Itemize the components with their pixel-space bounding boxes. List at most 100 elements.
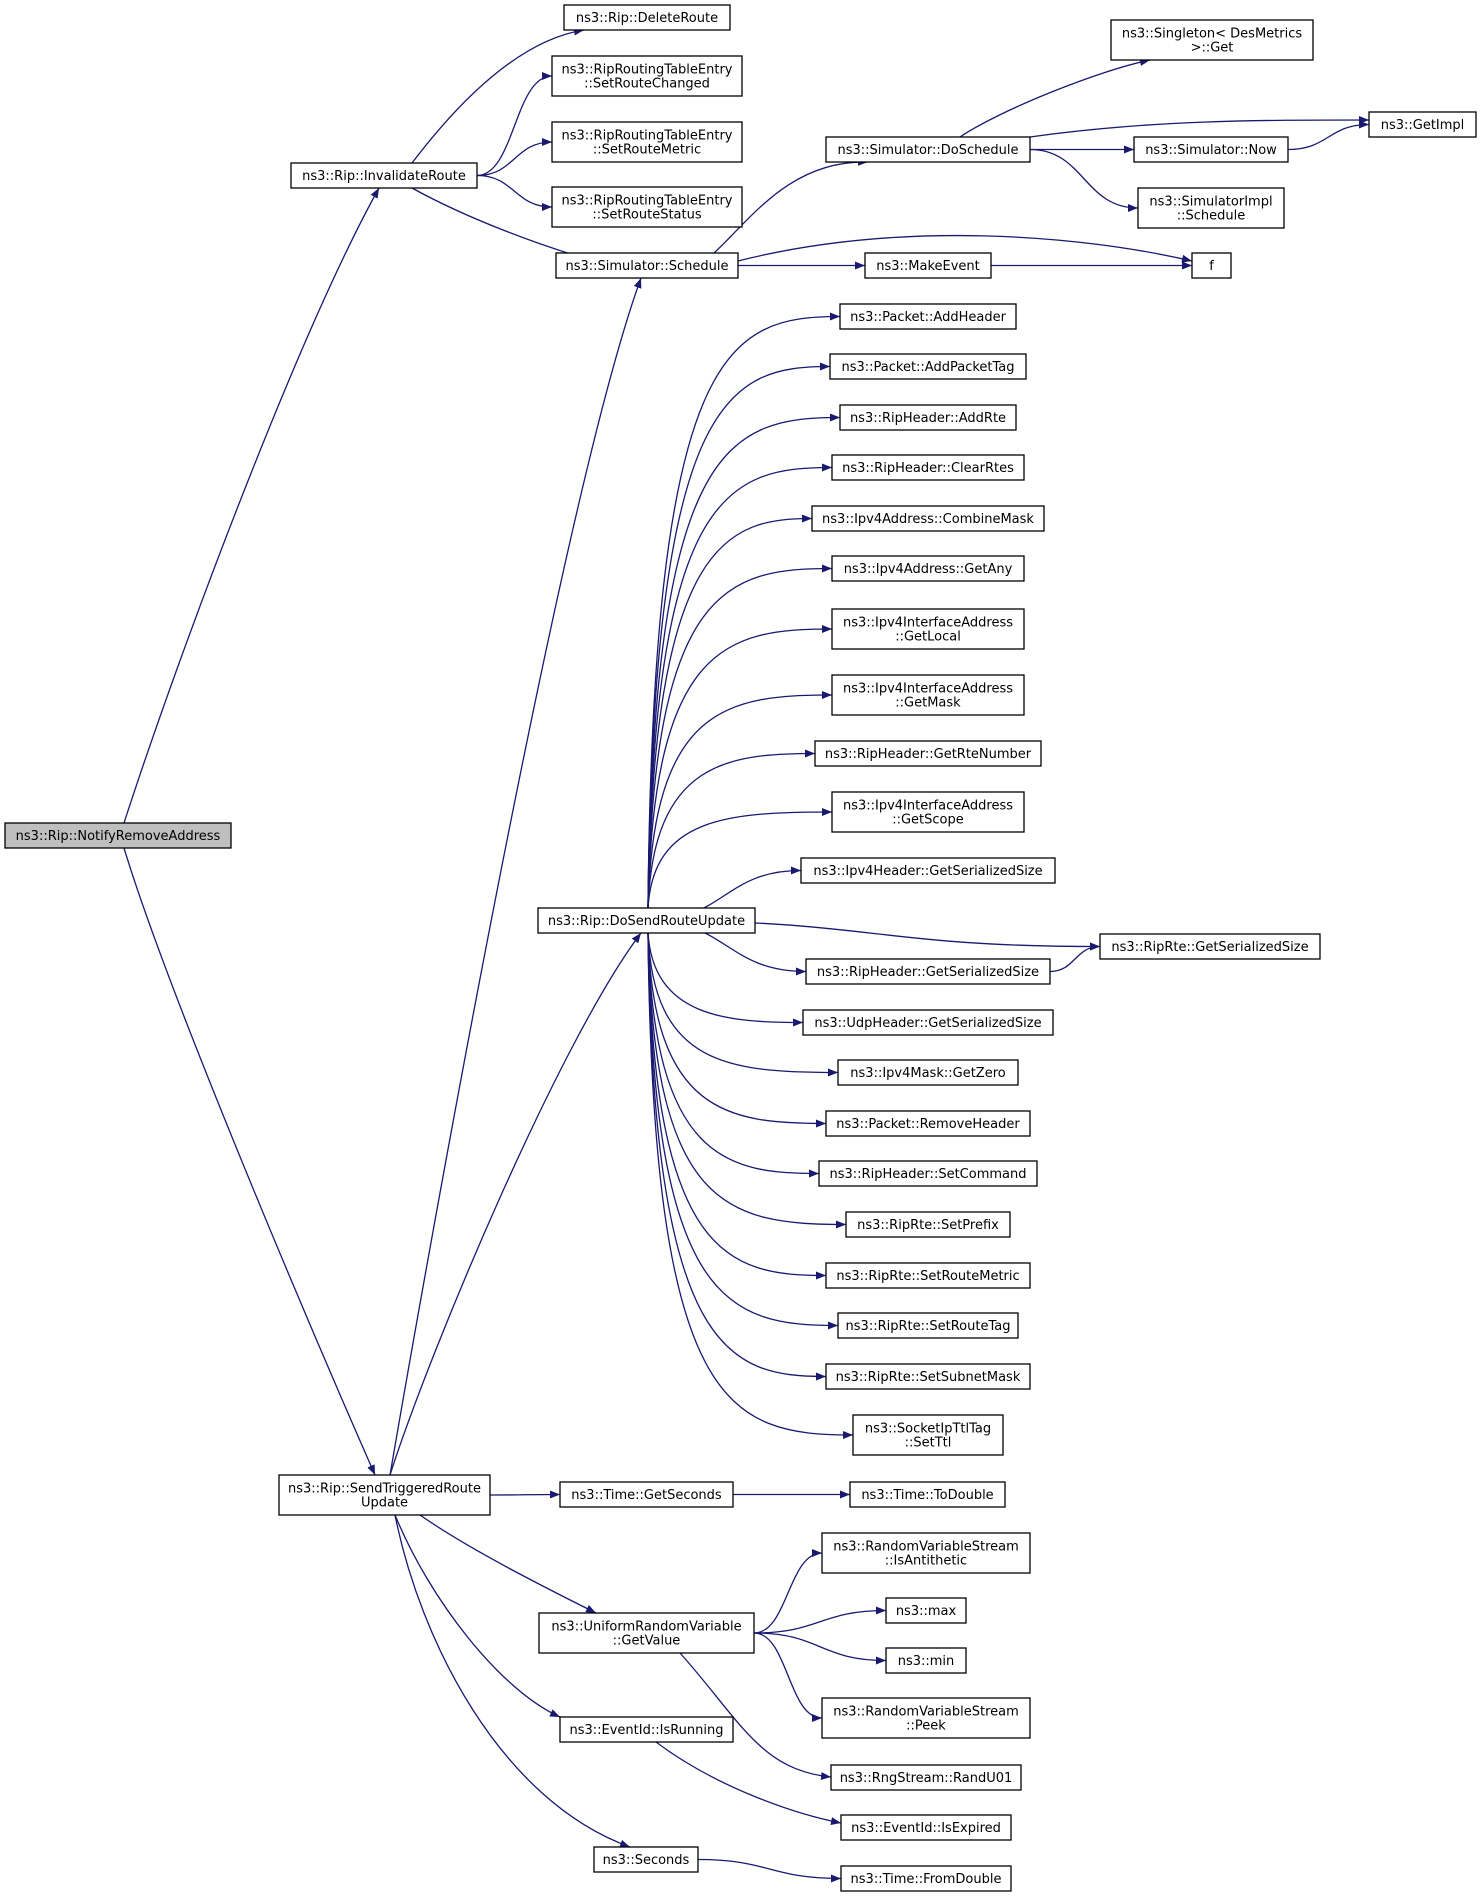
edge-dosendrouteupdate-to-addheader [647, 312, 841, 909]
node-setsubnetmask[interactable]: ns3::RipRte::SetSubnetMask [825, 1363, 1031, 1390]
edge-invalidate-to-setroutestatus [476, 174, 553, 211]
node-label: ns3::Ipv4InterfaceAddress [843, 616, 1013, 631]
node-min[interactable]: ns3::min [885, 1647, 967, 1674]
edges-layer [123, 27, 1370, 1883]
node-box [563, 4, 731, 31]
node-label: ns3::Rip::DeleteRoute [576, 11, 718, 26]
node-todouble[interactable]: ns3::Time::ToDouble [849, 1481, 1006, 1508]
node-clearrtes[interactable]: ns3::RipHeader::ClearRtes [831, 454, 1025, 481]
node-setroutemetric_e[interactable]: ns3::RipRoutingTableEntry::SetRouteMetri… [551, 121, 743, 163]
node-setroutechanged[interactable]: ns3::RipRoutingTableEntry::SetRouteChang… [551, 55, 743, 97]
node-setcommand[interactable]: ns3::RipHeader::SetCommand [818, 1160, 1038, 1187]
edge-doschedule-to-singleton_get [959, 58, 1151, 138]
node-getzero[interactable]: ns3::Ipv4Mask::GetZero [837, 1059, 1019, 1086]
node-label: ns3::Packet::RemoveHeader [836, 1117, 1020, 1132]
node-invalidate[interactable]: ns3::Rip::InvalidateRoute [290, 162, 478, 189]
node-urv_getvalue[interactable]: ns3::UniformRandomVariable::GetValue [538, 1612, 755, 1654]
node-getseconds[interactable]: ns3::Time::GetSeconds [559, 1481, 734, 1508]
node-f[interactable]: f [1191, 252, 1232, 279]
node-box [849, 1481, 1006, 1508]
node-getlocal[interactable]: ns3::Ipv4InterfaceAddress::GetLocal [831, 608, 1025, 650]
node-box [840, 1865, 1012, 1892]
node-doschedule[interactable]: ns3::Simulator::DoSchedule [825, 136, 1031, 163]
edge-schedule-to-doschedule [713, 157, 869, 254]
node-riprte_size[interactable]: ns3::RipRte::GetSerializedSize [1099, 933, 1321, 960]
node-label: ns3::UniformRandomVariable [551, 1620, 741, 1635]
node-setroutetag[interactable]: ns3::RipRte::SetRouteTag [837, 1312, 1019, 1339]
node-box [825, 1363, 1031, 1390]
node-box [559, 1716, 734, 1743]
node-seconds[interactable]: ns3::Seconds [593, 1846, 699, 1873]
node-singleton_get[interactable]: ns3::Singleton< DesMetrics>::Get [1110, 19, 1314, 61]
node-label: ns3::SocketIpTtlTag [865, 1422, 991, 1437]
node-label: ns3::RipRoutingTableEntry [562, 194, 733, 209]
node-removeheader[interactable]: ns3::Packet::RemoveHeader [825, 1110, 1031, 1137]
node-getmask[interactable]: ns3::Ipv4InterfaceAddress::GetMask [831, 674, 1025, 716]
node-udph_size[interactable]: ns3::UdpHeader::GetSerializedSize [802, 1009, 1054, 1036]
node-max[interactable]: ns3::max [885, 1597, 967, 1624]
node-dosendrouteupdate[interactable]: ns3::Rip::DoSendRouteUpdate [537, 907, 756, 934]
edge-urv_getvalue-to-min [753, 1632, 887, 1665]
node-label: ns3::Ipv4Address::GetAny [844, 562, 1013, 577]
node-box [1137, 187, 1285, 229]
node-box [830, 1764, 1022, 1791]
node-label: ns3::Packet::AddPacketTag [841, 360, 1014, 375]
node-addrte[interactable]: ns3::RipHeader::AddRte [839, 404, 1017, 431]
edge-notify-to-sendtrig [123, 847, 376, 1476]
node-label: f [1209, 259, 1214, 274]
node-label: ns3::Seconds [603, 1853, 690, 1868]
node-ipv4h_size[interactable]: ns3::Ipv4Header::GetSerializedSize [800, 857, 1056, 884]
node-getany[interactable]: ns3::Ipv4Address::GetAny [831, 555, 1025, 582]
edge-dosendrouteupdate-to-combinemask [647, 514, 813, 909]
node-combinemask[interactable]: ns3::Ipv4Address::CombineMask [811, 505, 1045, 532]
node-box [829, 353, 1027, 380]
node-label: ns3::Time::FromDouble [851, 1872, 1002, 1887]
node-label: ns3::Singleton< DesMetrics [1122, 27, 1303, 42]
node-label: ns3::MakeEvent [876, 259, 980, 274]
node-fromdouble[interactable]: ns3::Time::FromDouble [840, 1865, 1012, 1892]
node-getimpl[interactable]: ns3::GetImpl [1368, 111, 1477, 138]
node-label: ns3::RipRte::GetSerializedSize [1111, 940, 1308, 955]
node-isrunning[interactable]: ns3::EventId::IsRunning [559, 1716, 734, 1743]
node-riph_size[interactable]: ns3::RipHeader::GetSerializedSize [805, 958, 1051, 985]
node-box [825, 1110, 1031, 1137]
edge-sendtrig-to-seconds [394, 1514, 631, 1848]
node-simimpl_schedule[interactable]: ns3::SimulatorImpl::Schedule [1137, 187, 1285, 229]
node-label: ns3::RipHeader::GetSerializedSize [817, 965, 1039, 980]
node-setroutestatus[interactable]: ns3::RipRoutingTableEntry::SetRouteStatu… [551, 186, 743, 228]
node-peek[interactable]: ns3::RandomVariableStream::Peek [821, 1697, 1031, 1739]
node-setprefix[interactable]: ns3::RipRte::SetPrefix [845, 1211, 1011, 1238]
node-makeevent[interactable]: ns3::MakeEvent [864, 252, 992, 279]
node-isantithetic[interactable]: ns3::RandomVariableStream::IsAntithetic [821, 1532, 1031, 1574]
node-label: ns3::RngStream::RandU01 [840, 1771, 1013, 1786]
node-setroutemetric_r[interactable]: ns3::RipRte::SetRouteMetric [825, 1262, 1031, 1289]
node-notify[interactable]: ns3::Rip::NotifyRemoveAddress [4, 822, 232, 849]
node-label: ns3::Time::GetSeconds [571, 1488, 722, 1503]
edge-urv_getvalue-to-isantithetic [753, 1549, 823, 1634]
node-box [551, 186, 743, 228]
node-box [885, 1597, 967, 1624]
node-label: ::SetTtl [905, 1436, 952, 1451]
edge-sendtrig-to-getseconds [489, 1490, 561, 1499]
node-getrtenumber[interactable]: ns3::RipHeader::GetRteNumber [814, 740, 1042, 767]
node-addheader[interactable]: ns3::Packet::AddHeader [839, 303, 1017, 330]
node-label: ns3::RipHeader::ClearRtes [842, 461, 1014, 476]
node-randu01[interactable]: ns3::RngStream::RandU01 [830, 1764, 1022, 1791]
node-getscope[interactable]: ns3::Ipv4InterfaceAddress::GetScope [831, 791, 1025, 833]
node-isexpired[interactable]: ns3::EventId::IsExpired [840, 1814, 1012, 1841]
node-setttl[interactable]: ns3::SocketIpTtlTag::SetTtl [852, 1414, 1004, 1456]
edge-dosendrouteupdate-to-setroutetag [647, 932, 839, 1330]
node-box [1099, 933, 1321, 960]
node-label: ns3::Rip::DoSendRouteUpdate [548, 914, 745, 929]
node-schedule[interactable]: ns3::Simulator::Schedule [555, 252, 739, 279]
node-label: ns3::RandomVariableStream [833, 1705, 1019, 1720]
edge-seconds-to-fromdouble [697, 1858, 842, 1883]
node-label: ns3::Simulator::DoSchedule [837, 143, 1018, 158]
node-deleteroute[interactable]: ns3::Rip::DeleteRoute [563, 4, 731, 31]
node-addpackettag[interactable]: ns3::Packet::AddPacketTag [829, 353, 1027, 380]
node-now[interactable]: ns3::Simulator::Now [1133, 136, 1289, 163]
node-label: ns3::max [896, 1604, 957, 1619]
node-label: ::GetMask [895, 696, 961, 711]
node-box [825, 136, 1031, 163]
